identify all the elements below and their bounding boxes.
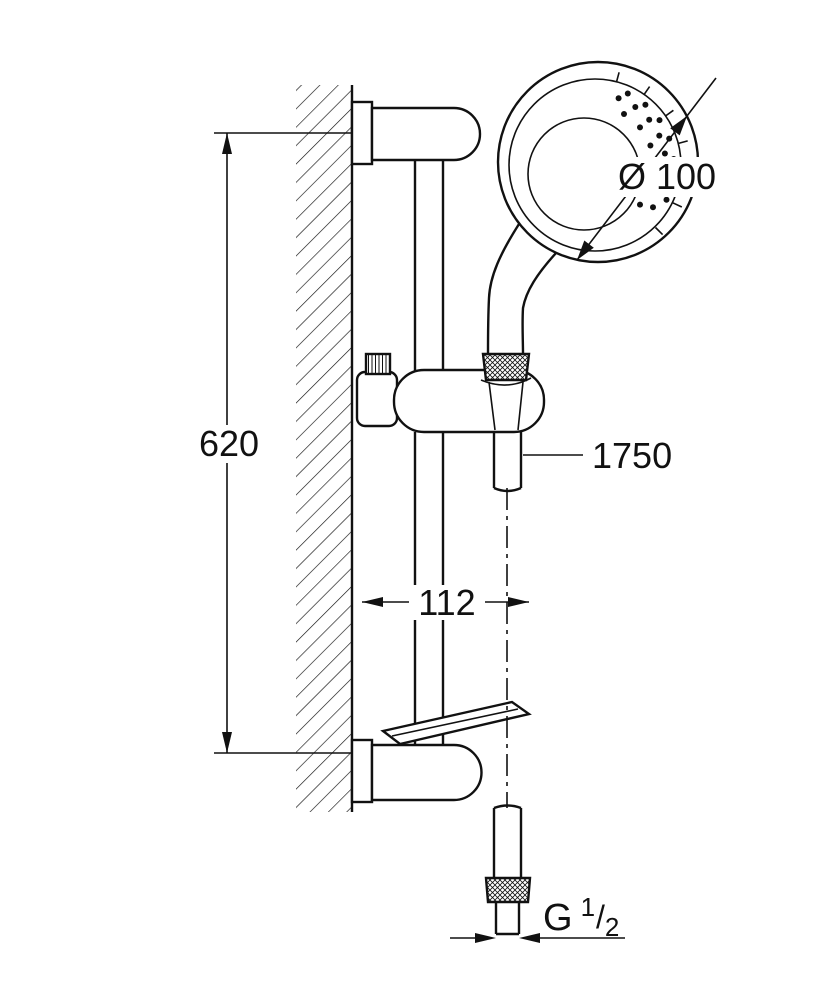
arrow-up xyxy=(222,133,232,154)
dimension-diameter: Ø 100 xyxy=(576,77,723,261)
dimension-620-extensions xyxy=(214,132,352,754)
dimension-620: 620 xyxy=(196,133,262,753)
hose-connector-tip xyxy=(494,902,521,936)
wall-section xyxy=(296,85,354,812)
slider-holder xyxy=(355,352,546,434)
dimension-hose-length: 1750 xyxy=(523,435,672,476)
hand-shower-handle xyxy=(481,223,557,382)
wall-hatch xyxy=(296,85,352,812)
dim-diameter-label: Ø 100 xyxy=(618,156,716,197)
arrow-left-small xyxy=(519,933,540,943)
dimension-112: 112 xyxy=(362,582,529,623)
hose-nut-knurl xyxy=(486,878,530,902)
shower-hose-upper xyxy=(492,432,523,493)
bottom-bracket-body xyxy=(370,743,483,802)
arrow-diagonal-up xyxy=(670,116,687,136)
top-bracket-escutcheon xyxy=(350,100,374,166)
shower-hose-lower xyxy=(484,804,532,936)
shower-rail xyxy=(413,160,445,745)
soap-tray xyxy=(380,700,532,746)
arrow-down xyxy=(222,732,232,753)
hand-shower-head xyxy=(496,60,700,264)
arrow-left xyxy=(362,597,383,607)
dim-620-label: 620 xyxy=(199,423,259,464)
holder-knob xyxy=(355,370,399,428)
bottom-bracket-escutcheon xyxy=(350,738,374,804)
bottom-bracket xyxy=(350,738,483,804)
arrow-right xyxy=(508,597,529,607)
arrow-diagonal-down xyxy=(577,240,594,260)
head-rim-shading xyxy=(615,72,691,236)
arrow-right-small xyxy=(475,933,496,943)
dim-1750-label: 1750 xyxy=(592,435,672,476)
top-bracket xyxy=(350,100,482,166)
top-bracket-body xyxy=(370,106,482,162)
dim-112-label: 112 xyxy=(418,582,475,623)
